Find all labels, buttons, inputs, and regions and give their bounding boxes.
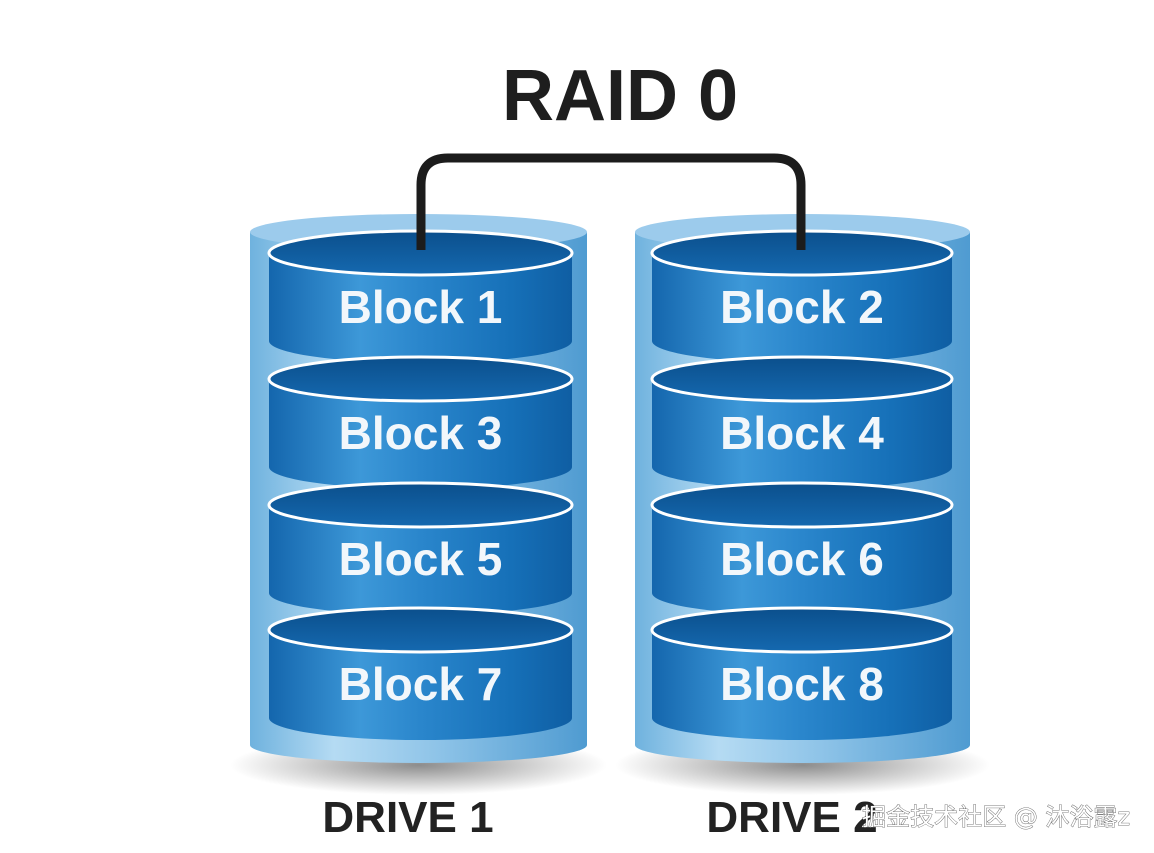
block-disk: Block 6 xyxy=(650,481,954,615)
block-disk-body xyxy=(269,505,572,615)
drive-2: Block 2 Block 4 Block 6 Block 8 xyxy=(615,214,990,795)
block-label: Block 2 xyxy=(720,281,884,333)
drive-1: Block 1 Block 3 Block 5 Block 7 xyxy=(230,214,607,795)
block-disk-body xyxy=(269,630,572,740)
block-label: Block 8 xyxy=(720,658,884,710)
block-disk-top xyxy=(267,606,574,654)
block-label: Block 5 xyxy=(339,533,503,585)
block-disk-top xyxy=(650,355,954,403)
diagram-title: RAID 0 xyxy=(502,56,738,136)
block-disk-body xyxy=(269,379,572,490)
stripe-bracket-connector xyxy=(416,153,806,250)
drive-2-label: DRIVE 2 xyxy=(706,793,877,842)
block-disk: Block 4 xyxy=(650,355,954,489)
block-disk: Block 3 xyxy=(267,355,574,490)
block-disk: Block 7 xyxy=(267,606,574,740)
block-disk-top xyxy=(650,481,954,529)
block-disk: Block 2 xyxy=(650,229,954,363)
block-disk-top xyxy=(267,355,574,403)
block-label: Block 6 xyxy=(720,533,884,585)
block-disk: Block 8 xyxy=(650,606,954,740)
block-disk-body xyxy=(652,253,952,363)
block-disk: Block 1 xyxy=(267,229,574,363)
block-disk-body xyxy=(269,253,572,363)
block-disk: Block 5 xyxy=(267,481,574,615)
block-label: Block 7 xyxy=(339,658,503,710)
drive-1-label: DRIVE 1 xyxy=(322,793,493,842)
block-disk-body xyxy=(652,505,952,615)
block-label: Block 1 xyxy=(339,281,503,333)
block-label: Block 3 xyxy=(339,407,503,459)
block-disk-body xyxy=(652,630,952,740)
block-disk-top xyxy=(267,481,574,529)
block-disk-body xyxy=(652,379,952,489)
watermark-text: 掘金技术社区 @ 沐浴露z xyxy=(862,803,1130,831)
block-disk-top xyxy=(650,606,954,654)
block-label: Block 4 xyxy=(720,407,884,459)
